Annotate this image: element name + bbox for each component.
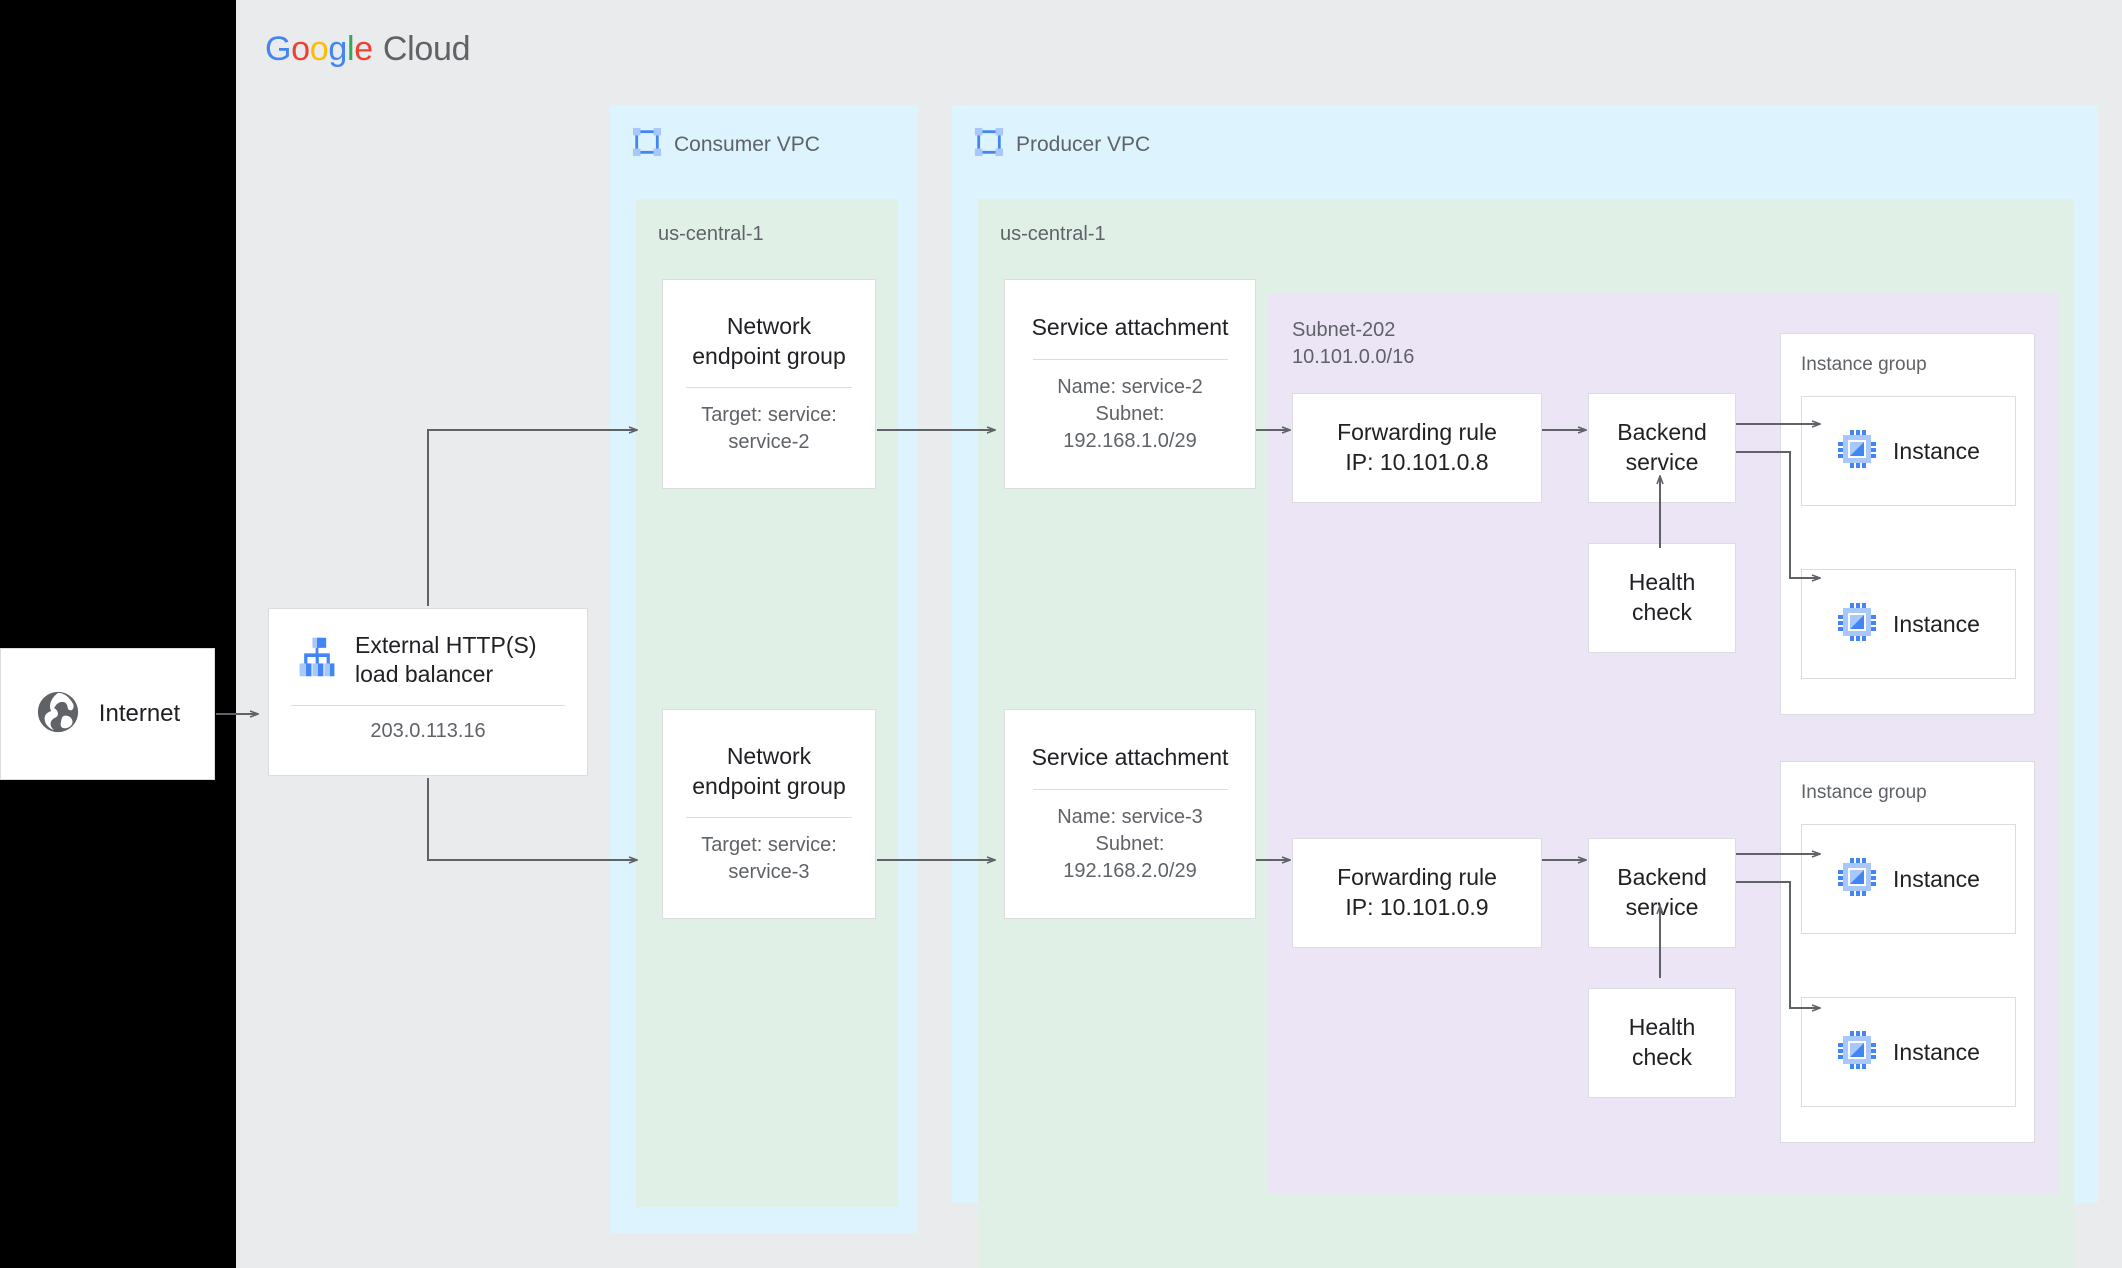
neg-bottom-title-line2: endpoint group bbox=[692, 772, 846, 799]
fr-bottom-line2: IP: 10.101.0.9 bbox=[1345, 894, 1489, 920]
external-http-load-balancer-node: External HTTP(S) load balancer 203.0.113… bbox=[268, 608, 588, 776]
instance-bottom-1-label: Instance bbox=[1893, 865, 1980, 892]
hc-bottom-line1: Health bbox=[1628, 1014, 1696, 1041]
subnet-name: Subnet-202 bbox=[1292, 319, 1396, 341]
instance-chip-icon bbox=[1837, 1030, 1877, 1075]
neg-bottom-sub-line1: Target: service: bbox=[701, 834, 837, 857]
instance-bottom-2-label: Instance bbox=[1893, 1038, 1980, 1065]
bs-top-line2: service bbox=[1625, 449, 1699, 475]
bs-bottom-line2: service bbox=[1625, 894, 1699, 920]
fr-top-line2: IP: 10.101.0.8 bbox=[1345, 449, 1489, 475]
consumer-region-container: us-central-1 Network endpoint group Targ… bbox=[636, 199, 898, 1207]
divider bbox=[686, 387, 852, 389]
sa-bottom-sub-line3: 192.168.2.0/29 bbox=[1063, 859, 1197, 882]
internet-label: Internet bbox=[98, 700, 181, 727]
backend-service-top: Backend service bbox=[1588, 393, 1736, 503]
sa-top-title: Service attachment bbox=[1031, 314, 1229, 341]
producer-region-label: us-central-1 bbox=[1000, 223, 1106, 245]
health-check-top: Health check bbox=[1588, 543, 1736, 653]
subnet-label: Subnet-202 10.101.0.0/16 bbox=[1292, 317, 1414, 371]
sa-top-sub-line1: Name: service-2 bbox=[1057, 375, 1203, 398]
bs-top-line1: Backend bbox=[1617, 419, 1707, 446]
instance-group-bottom-label: Instance group bbox=[1801, 782, 1927, 803]
consumer-vpc-label: Consumer VPC bbox=[674, 132, 820, 156]
service-attachment-top: Service attachment Name: service-2 Subne… bbox=[1004, 279, 1256, 489]
logo-letter-o1: o bbox=[291, 30, 310, 68]
forwarding-rule-top: Forwarding rule IP: 10.101.0.8 bbox=[1292, 393, 1542, 503]
instance-chip-icon bbox=[1837, 429, 1877, 474]
load-balancer-title-line1: External HTTP(S) bbox=[355, 632, 537, 658]
instance-bottom-1: Instance bbox=[1801, 824, 2016, 934]
sa-top-sub-line3: 192.168.1.0/29 bbox=[1063, 429, 1197, 452]
hc-bottom-line2: check bbox=[1631, 1044, 1693, 1070]
logo-letter-e: e bbox=[354, 30, 373, 68]
instance-bottom-2: Instance bbox=[1801, 997, 2016, 1107]
forwarding-rule-bottom: Forwarding rule IP: 10.101.0.9 bbox=[1292, 838, 1542, 948]
logo-letter-g1: G bbox=[265, 30, 292, 68]
producer-vpc-label: Producer VPC bbox=[1016, 132, 1151, 156]
hc-top-line2: check bbox=[1631, 599, 1693, 625]
logo-letter-l: l bbox=[346, 30, 355, 68]
divider bbox=[1032, 788, 1228, 790]
divider bbox=[1032, 358, 1228, 360]
instance-chip-icon bbox=[1837, 602, 1877, 647]
globe-icon bbox=[35, 689, 81, 740]
load-balancer-title-line2: load balancer bbox=[355, 660, 494, 687]
instance-top-1: Instance bbox=[1801, 396, 2016, 506]
bs-bottom-line1: Backend bbox=[1617, 864, 1707, 891]
divider bbox=[686, 817, 852, 819]
fr-bottom-line1: Forwarding rule bbox=[1337, 864, 1497, 891]
neg-bottom-sub-line2: service-3 bbox=[728, 861, 810, 884]
sa-bottom-sub-line2: Subnet: bbox=[1095, 832, 1165, 855]
fr-top-line1: Forwarding rule bbox=[1337, 419, 1497, 446]
vpc-icon bbox=[632, 127, 662, 162]
backend-service-bottom: Backend service bbox=[1588, 838, 1736, 948]
internet-node: Internet bbox=[0, 648, 215, 780]
neg-top-sub-line1: Target: service: bbox=[701, 404, 837, 427]
network-endpoint-group-top: Network endpoint group Target: service: … bbox=[662, 279, 876, 489]
producer-vpc-container: Producer VPC us-central-1 Service attach… bbox=[952, 105, 2098, 1268]
health-check-bottom: Health check bbox=[1588, 988, 1736, 1098]
sa-bottom-title: Service attachment bbox=[1031, 744, 1229, 771]
consumer-region-label: us-central-1 bbox=[658, 223, 764, 245]
neg-top-sub-line2: service-2 bbox=[728, 431, 810, 454]
sa-top-sub-line2: Subnet: bbox=[1095, 402, 1165, 425]
instance-group-top: Instance group bbox=[1780, 333, 2035, 715]
logo-word-cloud: Cloud bbox=[382, 30, 471, 68]
sa-bottom-sub-line1: Name: service-3 bbox=[1057, 805, 1203, 828]
consumer-vpc-container: Consumer VPC us-central-1 Network endpoi… bbox=[610, 105, 918, 1233]
logo-letter-g2: g bbox=[328, 30, 347, 68]
subnet-cidr: 10.101.0.0/16 bbox=[1292, 346, 1415, 368]
hc-top-line1: Health bbox=[1628, 569, 1696, 596]
load-balancer-icon bbox=[295, 635, 339, 684]
neg-bottom-title-line1: Network bbox=[726, 742, 812, 769]
instance-group-bottom: Instance group bbox=[1780, 761, 2035, 1143]
producer-vpc-header: Producer VPC bbox=[974, 127, 1150, 162]
instance-chip-icon bbox=[1837, 857, 1877, 902]
neg-top-title-line1: Network bbox=[726, 312, 812, 339]
producer-region-container: us-central-1 Service attachment Name: se… bbox=[978, 199, 2074, 1268]
subnet-202-container: Subnet-202 10.101.0.0/16 Forwarding rule… bbox=[1268, 293, 2058, 1193]
instance-group-top-label: Instance group bbox=[1801, 354, 1927, 375]
neg-top-title-line2: endpoint group bbox=[692, 342, 846, 369]
instance-top-2: Instance bbox=[1801, 569, 2016, 679]
service-attachment-bottom: Service attachment Name: service-3 Subne… bbox=[1004, 709, 1256, 919]
consumer-vpc-header: Consumer VPC bbox=[632, 127, 820, 162]
vpc-icon bbox=[974, 127, 1004, 162]
divider bbox=[291, 704, 565, 706]
instance-top-1-label: Instance bbox=[1893, 437, 1980, 464]
instance-top-2-label: Instance bbox=[1893, 610, 1980, 637]
load-balancer-ip: 203.0.113.16 bbox=[370, 719, 486, 742]
logo-letter-o2: o bbox=[309, 30, 329, 68]
network-endpoint-group-bottom: Network endpoint group Target: service: … bbox=[662, 709, 876, 919]
